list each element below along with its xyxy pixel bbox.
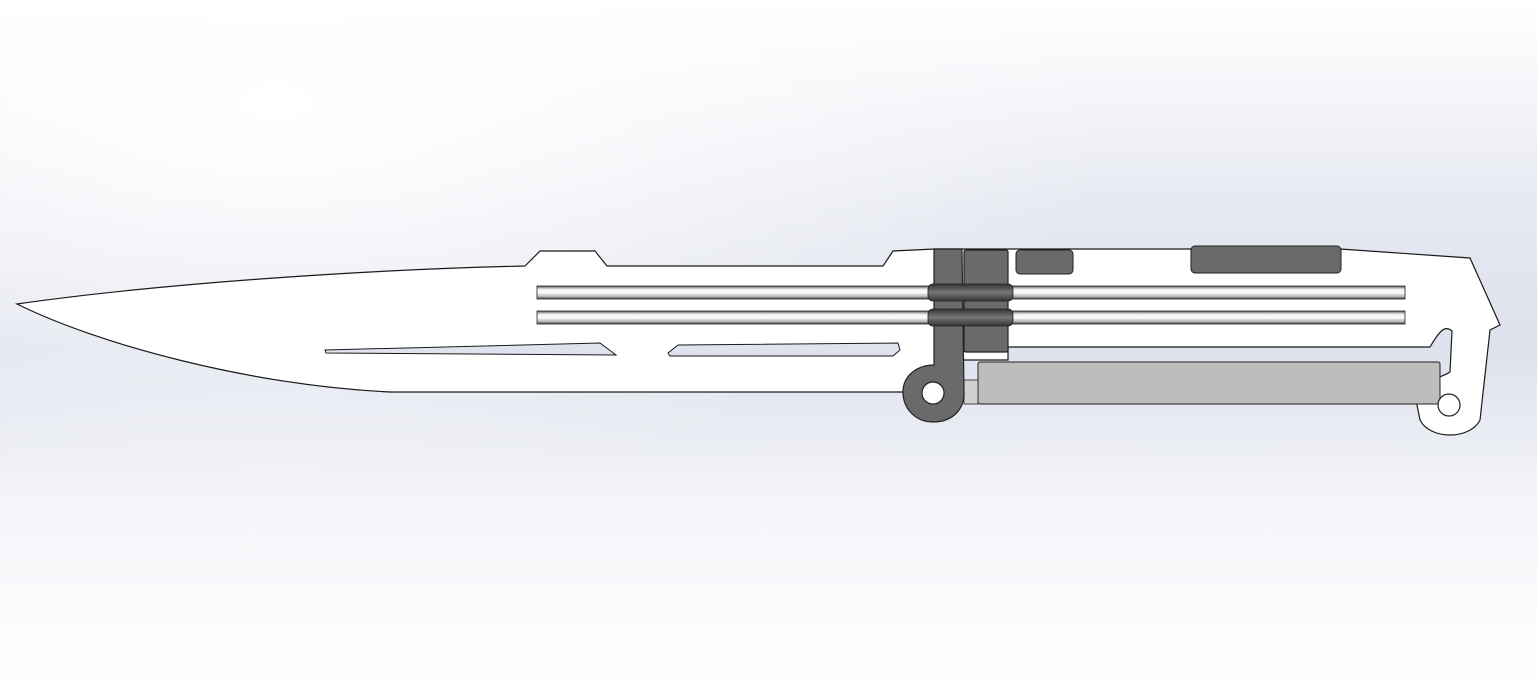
thumb-pad-small (1015, 249, 1074, 275)
rod-collar-upper (927, 283, 1014, 302)
blade-cutout-front (324, 342, 618, 356)
rod-collar-lower (927, 308, 1014, 327)
blade-cutout-rear (667, 342, 901, 357)
handle-insert (977, 361, 1441, 405)
pivot-hole-rear (1437, 393, 1461, 417)
thumb-pad-large (1190, 245, 1342, 274)
handle-spacer (963, 379, 979, 405)
pivot-hole-front (921, 381, 945, 405)
